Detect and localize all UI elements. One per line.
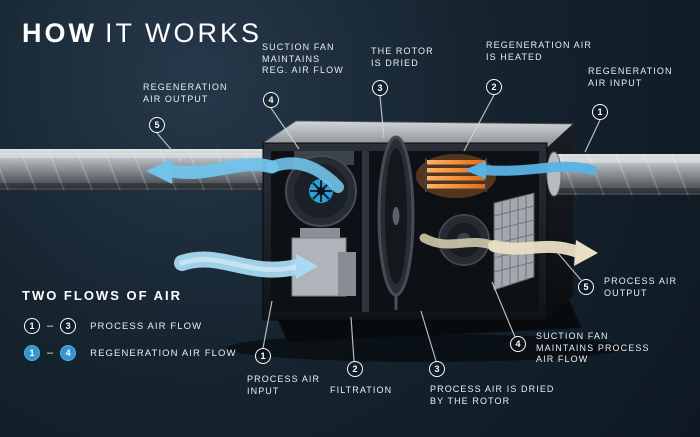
regeneration-airflow-arrows [146, 157, 597, 193]
callout-badge-2-process: 2 [347, 361, 363, 377]
callout-label-filtration: FILTRATION [330, 385, 393, 395]
callout-badge-1-regeneration: 1 [592, 104, 608, 120]
leader-lines [156, 94, 601, 362]
callout-label-process-air-output: PROCESS AIR OUTPUT [604, 276, 678, 298]
legend-label-regeneration-air-flow: REGENERATION AIR FLOW [90, 347, 237, 359]
legend-row-process-air-flow: 1 – 3 PROCESS AIR FLOW [24, 318, 202, 334]
regeneration-suction-fan [285, 151, 357, 227]
callout-label-regeneration-air-input: REGENERATION AIR INPUT [588, 66, 673, 88]
legend-row-regeneration-air-flow: 1 – 4 REGENERATION AIR FLOW [24, 345, 237, 361]
machine-body [261, 120, 575, 321]
callout-badge-5-regeneration: 5 [149, 117, 165, 133]
callout-label-regeneration-air-output: REGENERATION AIR OUTPUT [143, 82, 228, 104]
callout-badge-5-process: 5 [578, 279, 594, 295]
process-airflow-arrows [174, 233, 598, 279]
callout-label-process-air-input: PROCESS AIR INPUT [247, 374, 321, 396]
legend-dash: – [47, 347, 54, 359]
callout-badge-4-regeneration: 4 [263, 92, 279, 108]
legend-badge-start: 1 [24, 345, 40, 361]
page-title-primary: HOW [22, 18, 97, 48]
callout-badge-2-regeneration: 2 [486, 79, 502, 95]
rotor [377, 135, 415, 310]
legend-dash: – [47, 320, 54, 332]
callout-badge-3-process: 3 [429, 361, 445, 377]
right-duct [546, 151, 700, 197]
callout-label-suction-fan-process: SUCTION FAN MAINTAINS PROCESS AIR FLOW [536, 331, 650, 364]
page-title-secondary: IT WORKS [104, 18, 262, 48]
callout-label-regeneration-air-heated: REGENERATION AIR IS HEATED [486, 40, 592, 62]
callout-label-process-air-dried: PROCESS AIR IS DRIED BY THE ROTOR [430, 384, 555, 406]
callout-badge-3-regeneration: 3 [372, 80, 388, 96]
callout-badge-4-process: 4 [510, 336, 526, 352]
legend-badge-end: 3 [60, 318, 77, 334]
filter-panel [493, 192, 535, 291]
legend-badge-end: 4 [60, 345, 77, 361]
legend-title: TWO FLOWS OF AIR [22, 288, 183, 303]
callout-badge-1-process: 1 [255, 348, 271, 364]
callout-label-suction-fan-reg: SUCTION FAN MAINTAINS REG. AIR FLOW [262, 42, 344, 75]
heater [416, 154, 496, 198]
legend-badge-start: 1 [24, 318, 40, 334]
divider-wall [362, 151, 369, 312]
callout-label-rotor-is-dried: THE ROTOR IS DRIED [371, 46, 434, 68]
legend-label-process-air-flow: PROCESS AIR FLOW [90, 320, 203, 332]
